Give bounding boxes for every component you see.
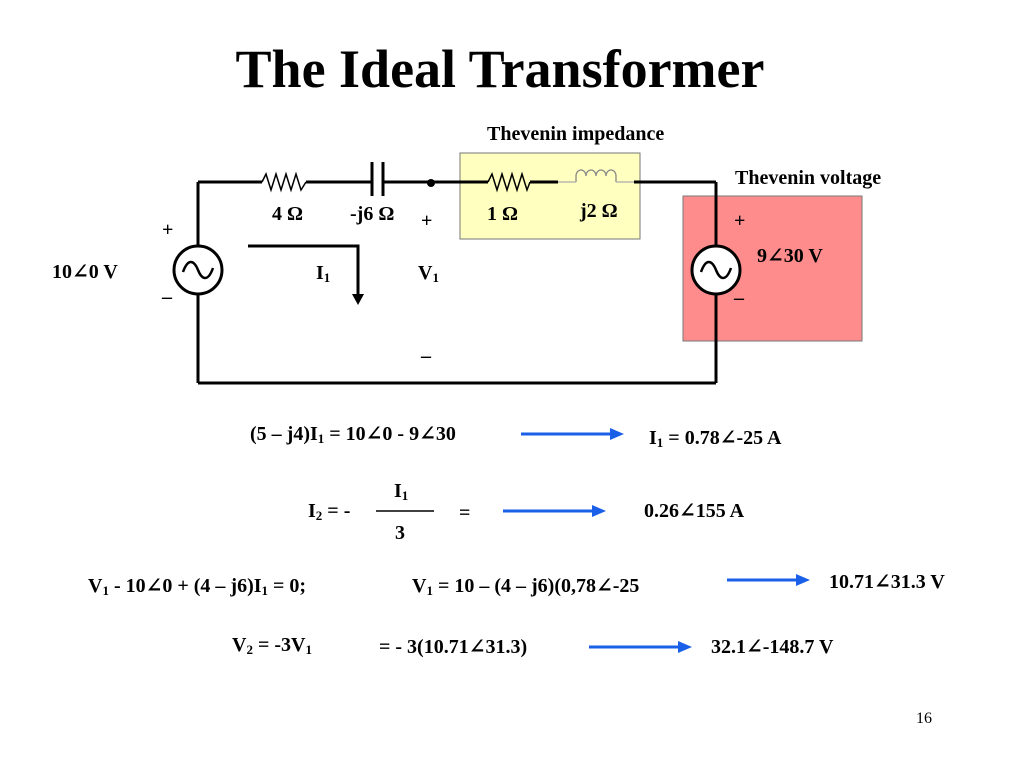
slide-title: The Ideal Transformer [235, 39, 765, 99]
equation-current-2: I2 = - [308, 500, 351, 523]
source-left-plus: + [162, 219, 174, 241]
page-number: 16 [916, 710, 932, 727]
resistor-4-icon [261, 171, 307, 193]
result-voltage-2: 32.1∠-148.7 V [711, 636, 834, 658]
thevenin-voltage-label: Thevenin voltage [735, 167, 882, 189]
result-current-1: I1 = 0.78∠-25 A [649, 427, 782, 450]
resistor-1-icon [487, 171, 531, 193]
result-arrows [503, 428, 810, 653]
ac-source-right-icon [690, 244, 742, 296]
equation-kvl-v1: V1 - 10∠0 + (4 – j6)I1 = 0; [88, 575, 307, 598]
fraction-numerator: I1 [394, 480, 409, 503]
capacitor-icon [370, 162, 385, 196]
fraction-denominator: 3 [395, 522, 405, 544]
polarity-dot [427, 179, 435, 187]
equation-kvl-1: (5 – j4)I1 = 10∠0 - 9∠30 [250, 423, 456, 446]
source-right-value: 9∠30 V [757, 245, 823, 267]
source-right-minus: – [734, 287, 744, 309]
current-arrow-head [352, 294, 364, 305]
result-current-2: 0.26∠155 A [644, 500, 745, 522]
current-arrow-shaft [248, 244, 360, 296]
voltage-minus: – [421, 345, 431, 367]
equation-v1-solve: V1 = 10 – (4 – j6)(0,78∠-25 [412, 575, 640, 598]
source-left-value: 10∠0 V [52, 261, 118, 283]
resistor-1-label: 1 Ω [487, 203, 519, 225]
current-label: I1 [316, 262, 331, 285]
ac-source-left-icon [172, 244, 224, 296]
result-voltage-1: 10.71∠31.3 V [829, 571, 945, 593]
inductor-label: j2 Ω [580, 200, 618, 222]
source-left-minus: – [162, 286, 172, 308]
inductor-icon [575, 169, 617, 182]
thevenin-impedance-label: Thevenin impedance [487, 123, 665, 145]
equals-sign: = [459, 502, 471, 524]
equation-v2: V2 = -3V1 [232, 634, 312, 657]
capacitor-label: -j6 Ω [350, 203, 395, 225]
source-right-plus: + [734, 210, 746, 232]
voltage-plus: + [421, 210, 433, 232]
voltage-label: V1 [418, 262, 439, 285]
thevenin-impedance-box [459, 152, 641, 240]
resistor-4-label: 4 Ω [272, 203, 304, 225]
equation-v2-value: = - 3(10.71∠31.3) [379, 636, 528, 658]
